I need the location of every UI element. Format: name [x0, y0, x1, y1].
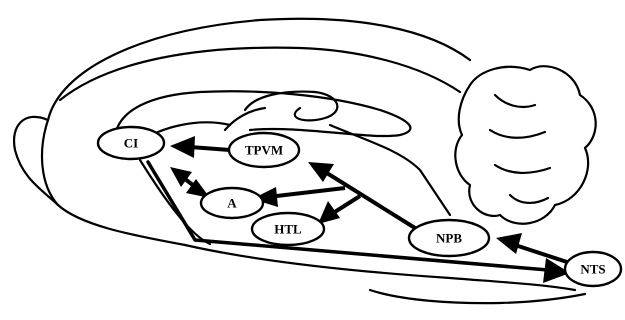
node-a-label: A [227, 196, 237, 211]
cortex-top-outline [48, 19, 470, 120]
arrow-tpvm-to-ci [190, 147, 230, 150]
node-tpvm: TPVM [229, 133, 299, 167]
arrowhead-npb-to-tpvm [308, 162, 334, 182]
arrowhead-tpvm-to-ci [170, 136, 195, 158]
node-ci: CI [98, 127, 164, 159]
node-npb-label: NPB [436, 231, 462, 246]
cerebellum-outline [455, 66, 595, 224]
cerebellum-folia-3 [495, 165, 550, 173]
node-htl: HTL [252, 213, 324, 245]
arrowhead-nts-to-npb [496, 233, 522, 254]
node-ci-label: CI [124, 136, 138, 151]
fornix [225, 108, 265, 130]
arrow-npb-to-a [268, 188, 345, 197]
node-a: A [201, 188, 263, 218]
cerebellum-folia-4 [510, 195, 548, 203]
hippocampus-loop [245, 92, 337, 121]
node-nts: NTS [565, 252, 621, 286]
brain-outline [14, 19, 596, 303]
cerebellum-folia-1 [495, 95, 535, 107]
olfactory-bulb-outline [14, 117, 58, 205]
cerebellum-folia-2 [490, 130, 545, 138]
node-nts-label: NTS [580, 262, 605, 277]
arrow-npb-to-tpvm [322, 170, 415, 228]
node-npb: NPB [409, 220, 489, 256]
node-htl-label: HTL [274, 222, 302, 237]
brainstem-lower-outline [370, 290, 585, 303]
node-tpvm-label: TPVM [245, 143, 283, 158]
arrow-nts-to-npb [512, 244, 570, 263]
